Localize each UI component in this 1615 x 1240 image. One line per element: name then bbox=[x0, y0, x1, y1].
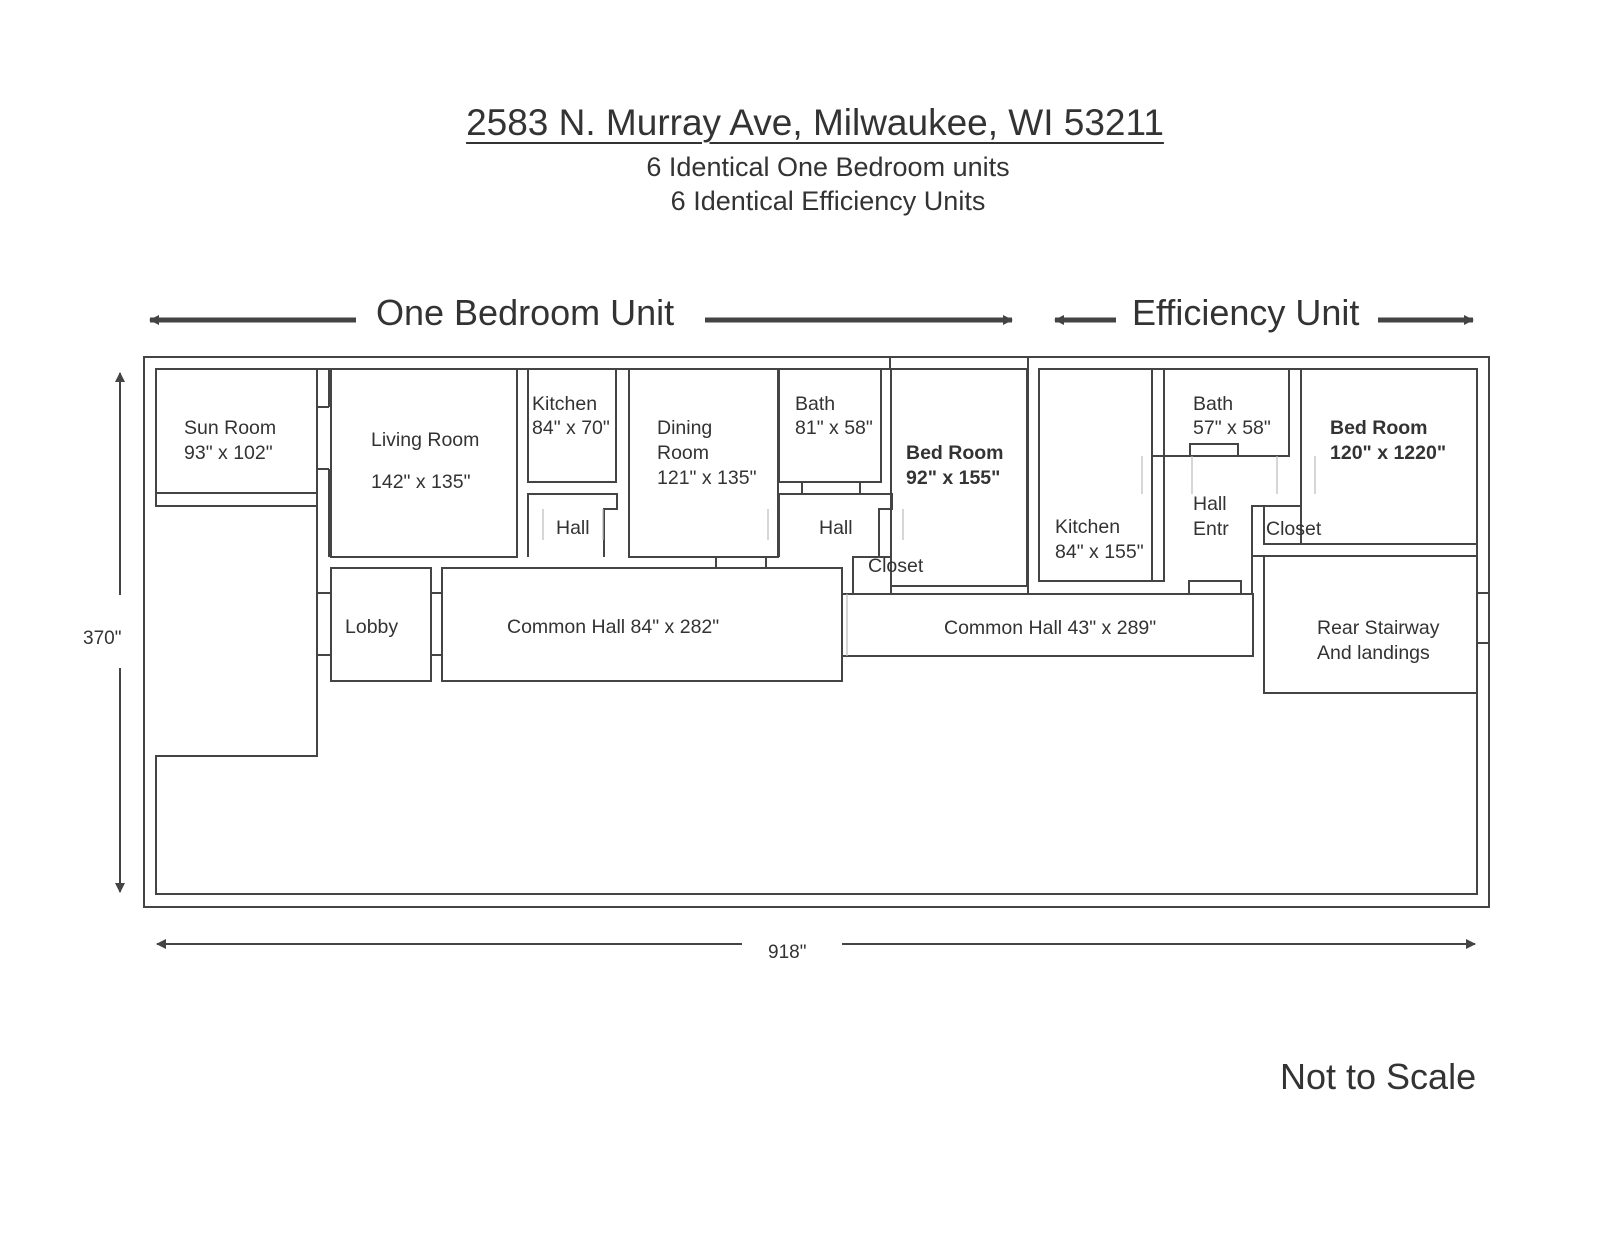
room-labels: Sun Room 93" x 102" Living Room 142" x 1… bbox=[184, 393, 1446, 664]
subtitle-efficiency: 6 Identical Efficiency Units bbox=[670, 186, 986, 216]
rear-stairway-wall bbox=[1263, 555, 1478, 694]
closet-1-label: Closet bbox=[868, 555, 924, 577]
outer-wall bbox=[143, 356, 1490, 908]
hall-2-label: Hall bbox=[819, 517, 853, 539]
bed-room-2-wall bbox=[1300, 368, 1478, 545]
kitchen-2-size: 84" x 155" bbox=[1055, 541, 1144, 563]
lobby-wall bbox=[330, 567, 432, 682]
bed-room-1-label: Bed Room bbox=[906, 442, 1004, 464]
dining-room-label-2: Room bbox=[657, 442, 709, 464]
closet-2-wall bbox=[1263, 505, 1302, 545]
bed-room-1-wall bbox=[890, 368, 1028, 587]
bath-1-size: 81" x 58" bbox=[795, 417, 873, 439]
sun-room-label: Sun Room bbox=[184, 417, 276, 439]
sun-room-wall bbox=[155, 368, 318, 494]
dimension-lines bbox=[115, 372, 1476, 949]
common-hall-2-wall bbox=[841, 593, 1254, 657]
address-title: 2583 N. Murray Ave, Milwaukee, WI 53211 bbox=[466, 102, 1164, 143]
bed-room-1-size: 92" x 155" bbox=[906, 467, 1000, 489]
hall-entr-label-1: Hall bbox=[1193, 493, 1227, 515]
inner-wall-left bbox=[155, 369, 1478, 895]
section-label-efficiency: Efficiency Unit bbox=[1132, 292, 1360, 333]
bath-2-label: Bath bbox=[1193, 393, 1233, 415]
bath-1-wall bbox=[778, 368, 882, 483]
not-to-scale-note: Not to Scale bbox=[1280, 1056, 1477, 1097]
dining-room-label-1: Dining bbox=[657, 417, 712, 439]
rear-stairway-label-1: Rear Stairway bbox=[1317, 617, 1440, 639]
section-label-one-bedroom: One Bedroom Unit bbox=[376, 292, 675, 333]
lobby-label: Lobby bbox=[345, 616, 398, 638]
bed-room-2-label: Bed Room bbox=[1330, 417, 1428, 439]
width-dimension: 918" bbox=[768, 942, 807, 963]
building-walls bbox=[143, 356, 1490, 908]
closet-2-label: Closet bbox=[1266, 518, 1322, 540]
kitchen-1-size: 84" x 70" bbox=[532, 417, 610, 439]
common-hall-2-label: Common Hall 43" x 289" bbox=[944, 617, 1156, 639]
common-hall-1-label: Common Hall 84" x 282" bbox=[507, 616, 719, 638]
kitchen-2-wall bbox=[1038, 368, 1153, 582]
subtitle-one-bedroom: 6 Identical One Bedroom units bbox=[646, 152, 1010, 182]
hall-1-label: Hall bbox=[556, 517, 590, 539]
dining-room-size: 121" x 135" bbox=[657, 467, 757, 489]
living-room-label: Living Room bbox=[371, 429, 479, 451]
bed-room-2-size: 120" x 1220" bbox=[1330, 442, 1446, 464]
living-room-size: 142" x 135" bbox=[371, 471, 471, 493]
bath-1-label: Bath bbox=[795, 393, 835, 415]
sun-room-size: 93" x 102" bbox=[184, 442, 273, 464]
living-room-wall bbox=[330, 368, 518, 558]
door-openings bbox=[542, 456, 1316, 656]
kitchen-2-label: Kitchen bbox=[1055, 516, 1120, 538]
rear-stairway-label-2: And landings bbox=[1317, 642, 1430, 664]
height-dimension: 370" bbox=[83, 628, 122, 649]
hall-entr-label-2: Entr bbox=[1193, 518, 1229, 540]
bath-2-size: 57" x 58" bbox=[1193, 417, 1271, 439]
kitchen-1-wall bbox=[527, 368, 617, 483]
kitchen-1-label: Kitchen bbox=[532, 393, 597, 415]
